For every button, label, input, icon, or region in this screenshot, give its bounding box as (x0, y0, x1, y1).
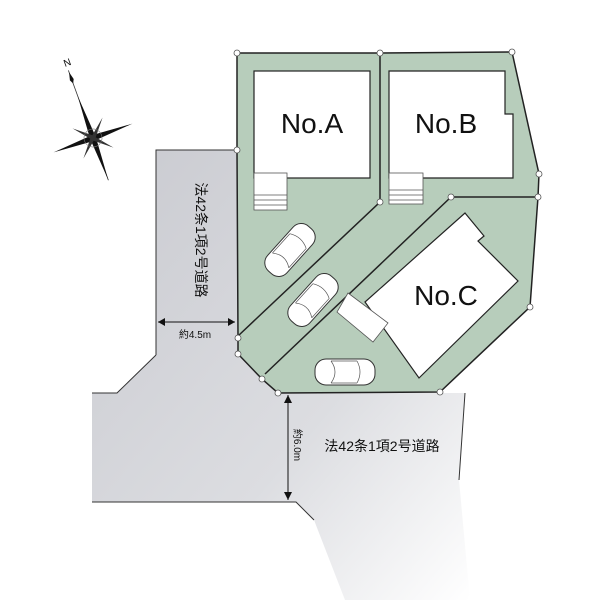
dimension-west (158, 318, 235, 326)
house-a (253, 70, 371, 179)
road-west (92, 150, 470, 600)
boundary-markers (233, 48, 543, 397)
dimension-south (284, 395, 292, 500)
lot-label-b: No.B (415, 108, 477, 139)
lot-label-a: No.A (281, 108, 344, 139)
west-road-width: 約4.5m (179, 328, 211, 341)
south-road-label: 法42条1項2号道路 (324, 438, 439, 454)
compass-icon (53, 70, 133, 181)
stairs-b (388, 172, 424, 205)
stairs-a (253, 172, 288, 211)
road-edges (92, 149, 466, 521)
car-c (314, 358, 376, 386)
house-c (364, 212, 519, 379)
west-road-label: 法42条1項2号道路 (193, 182, 209, 297)
porch-c (336, 292, 389, 343)
compass-north-label: N (62, 57, 73, 70)
lot-label-c: No.C (414, 280, 478, 311)
south-road-width: 約6.0m (291, 429, 304, 461)
